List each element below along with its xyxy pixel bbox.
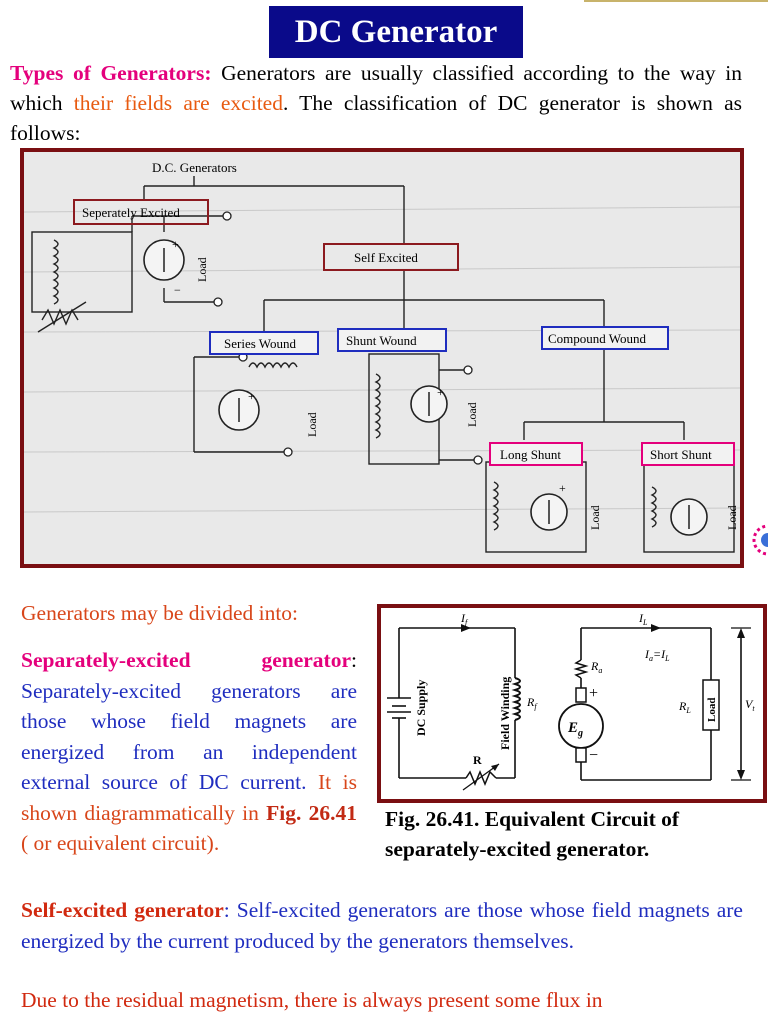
armature-plus: +: [589, 685, 598, 702]
label-shunt-wound: Shunt Wound: [346, 333, 417, 348]
load-label: Load: [195, 257, 209, 282]
rheostat-arrow: [37, 301, 87, 333]
plus-sign: +: [437, 385, 444, 399]
armature-resistor-icon: [573, 659, 589, 679]
plus-sign: +: [172, 237, 179, 251]
load-label: Load: [588, 505, 602, 530]
intro-lead: Types of Generators:: [10, 61, 212, 85]
label-separately-excited: Seperately Excited: [82, 205, 180, 220]
separately-heading: Separately-excited generator: [21, 648, 352, 672]
load-box: [702, 679, 720, 731]
label-long-shunt: Long Shunt: [500, 447, 561, 462]
load-label: Load: [465, 402, 479, 427]
label-eg: Eg: [567, 720, 583, 739]
if-arrow: [461, 624, 471, 632]
label-rf: Rf: [526, 695, 538, 711]
load-label: Load: [305, 412, 319, 437]
residual-text: Due to the residual magnetism, there is …: [21, 988, 603, 1012]
label-ia-equals-il: Ia=IL: [644, 647, 670, 663]
label-short-shunt: Short Shunt: [650, 447, 712, 462]
label-rl: RL: [678, 699, 691, 715]
intro-text-1: Generators are usually classified accord…: [10, 61, 742, 115]
box-shunt-wound: [337, 328, 447, 352]
label-il: IL: [638, 611, 648, 627]
label-field-winding: Field Winding: [498, 677, 512, 750]
side-decoration: [752, 524, 768, 556]
separately-excited-paragraph: Separately-excited generator: Separately…: [21, 645, 357, 859]
tree-lines: [31, 176, 735, 553]
label-ra: Ra: [590, 659, 602, 675]
circuit-wires: [398, 627, 742, 781]
armature-arrows: [163, 248, 690, 529]
separately-orange-1: It is shown diagrammatically in: [21, 770, 357, 825]
box-short-shunt: [641, 442, 735, 466]
plus-sign: +: [559, 481, 566, 495]
box-long-shunt: [489, 442, 583, 466]
root-label: D.C. Generators: [152, 160, 237, 175]
box-series-wound: [209, 331, 319, 355]
field-coils: [52, 239, 657, 531]
brush-bottom: [575, 747, 587, 763]
intro-highlight: their fields are excited: [73, 91, 283, 115]
plus-sign: +: [248, 389, 255, 403]
box-compound-wound: [541, 326, 669, 350]
label-dc-supply: DC Supply: [414, 680, 428, 736]
self-excited-heading: Self-excited generator: [21, 898, 224, 922]
vt-arrow-top: [737, 628, 745, 638]
armature-icons: [143, 239, 708, 536]
load-label: Load: [725, 505, 739, 530]
battery-icon: [387, 697, 411, 719]
separately-orange-2: ( or equivalent circuit).: [21, 831, 220, 855]
label-series-wound: Series Wound: [224, 336, 297, 351]
label-vt: Vt: [745, 697, 755, 713]
armature-minus: −: [589, 747, 598, 764]
rheostat-icon: [465, 770, 497, 786]
equivalent-circuit-diagram: If IL Ia=IL DC Supply Field Winding Ra R…: [387, 611, 755, 791]
figure-caption: Fig. 26.41. Equivalent Circuit of separa…: [385, 807, 680, 861]
box-self-excited: [323, 243, 459, 271]
classification-figure: D.C. Generators: [20, 148, 744, 568]
minus-sign: −: [174, 283, 181, 297]
label-r: R: [473, 753, 482, 767]
self-excited-text: : Self-excited generators are those whos…: [21, 898, 743, 953]
il-arrow: [651, 624, 661, 632]
field-coil-icon: [511, 677, 521, 721]
self-excited-paragraph: Self-excited generator: Self-excited gen…: [21, 895, 743, 956]
vt-arrow-bottom: [737, 770, 745, 780]
fig-reference: Fig. 26.41: [266, 800, 358, 825]
label-if: If: [460, 611, 469, 627]
divided-into-text: Generators may be divided into:: [21, 601, 299, 625]
armature-icon: [558, 703, 604, 749]
label-self-excited: Self Excited: [354, 250, 418, 265]
label-compound-wound: Compound Wound: [548, 331, 647, 346]
classification-diagram: D.C. Generators: [24, 160, 740, 553]
separately-text: Separately-excited generators are those …: [21, 678, 357, 795]
separately-colon: :: [351, 648, 357, 672]
page-title: DC Generator: [269, 6, 523, 58]
intro-paragraph: Types of Generators: Generators are usua…: [10, 58, 742, 148]
top-decor-line: [584, 0, 768, 2]
rheostat-arrowhead: [491, 764, 499, 771]
box-separately-excited: [73, 199, 209, 225]
equivalent-circuit-figure: If IL Ia=IL DC Supply Field Winding Ra R…: [377, 604, 767, 803]
brush-top: [575, 687, 587, 703]
intro-text-2: . The classification of DC generator is …: [10, 91, 742, 145]
label-load: Load: [706, 698, 718, 722]
